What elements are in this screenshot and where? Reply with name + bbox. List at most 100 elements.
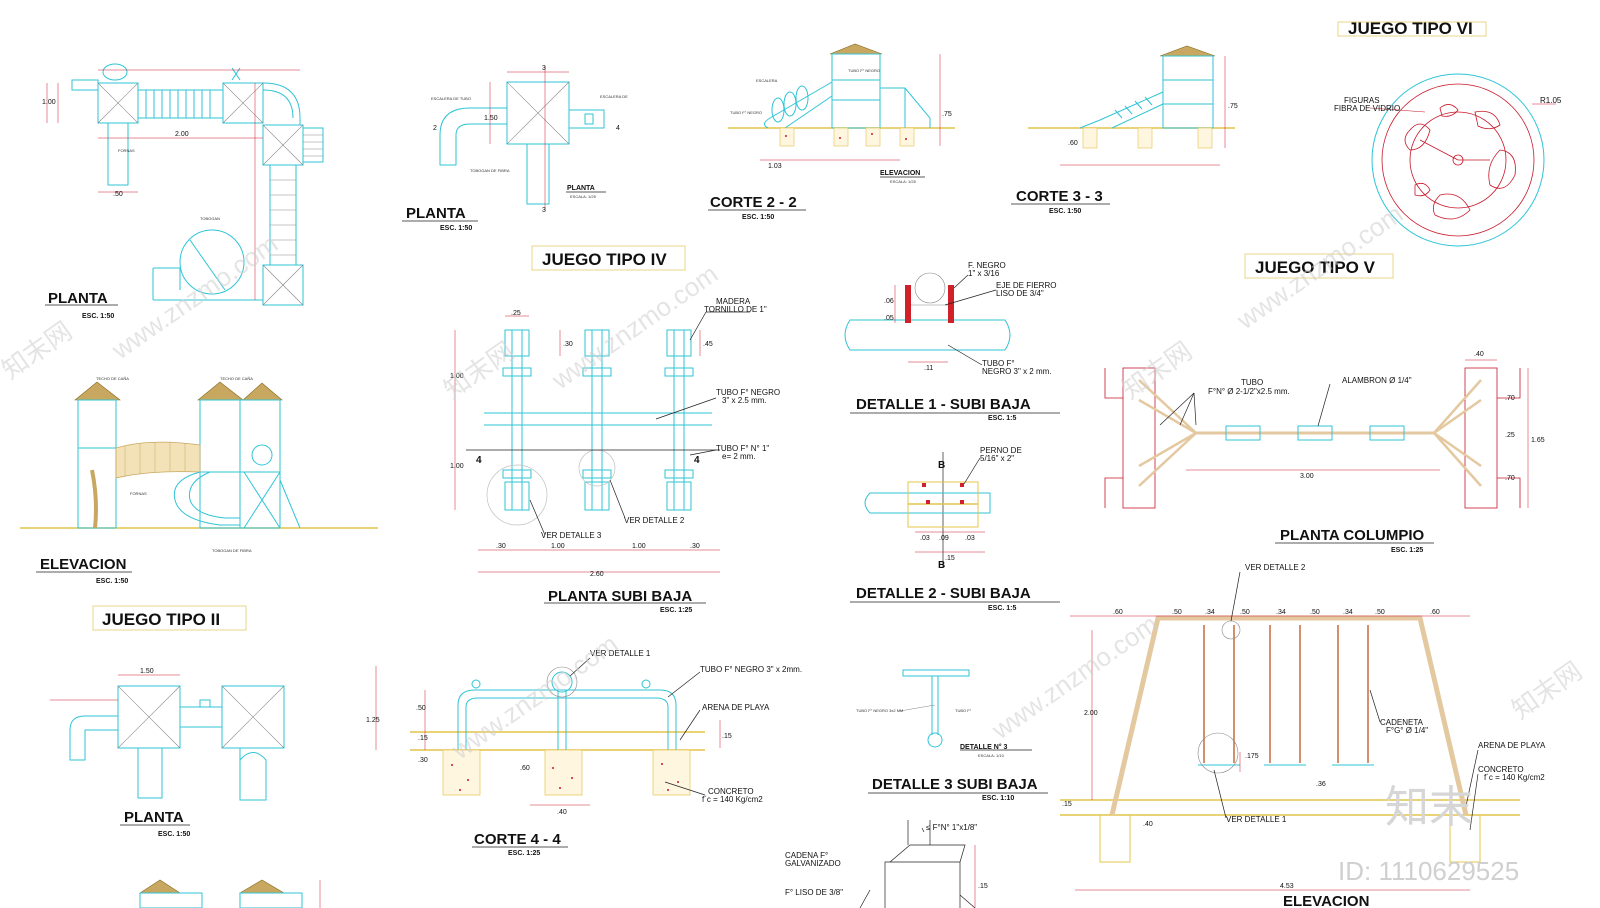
planta-columpio-label: PLANTA COLUMPIO — [1280, 527, 1424, 544]
dim-260: 2.60 — [590, 571, 604, 578]
watermark-site: www.znzmo.com — [445, 628, 623, 765]
detalle-3-inner-scale: ESCALA: 1/10 — [978, 753, 1005, 758]
dim-text: .34 — [1343, 609, 1353, 616]
section-mark-b-bot: B — [938, 560, 945, 571]
watermark-brand: 知末网 — [0, 316, 77, 385]
elevacion-1-scale: ESC. 1:50 — [96, 578, 128, 585]
dim-text: .03 — [920, 535, 930, 542]
dim-030v: .30 — [563, 341, 573, 348]
corte-3-3-label: CORTE 3 - 3 — [1016, 188, 1103, 205]
cadena-detail-partial: .15 ≤ F°N° 1"x1/8" CADENA F° GALVANIZADO… — [785, 820, 988, 908]
corte-4-4-scale: ESC. 1:25 — [508, 850, 540, 857]
dim-006: .06 — [884, 298, 894, 305]
note-ver-detalle-2: VER DETALLE 2 — [624, 516, 685, 525]
planta-tipo-ii-plan: 1.00 2.00 .50 FORNAS TOBOGAN PLANTA ESC.… — [42, 63, 324, 320]
dim-text: .75 — [942, 111, 952, 118]
note-f-negro-b: 1" x 3/16 — [968, 269, 1000, 278]
title-juego-tipo-vi: JUEGO TIPO VI — [1348, 19, 1473, 38]
dim-text: .60 — [1113, 609, 1123, 616]
corte-3-3-scale: ESC. 1:50 — [1049, 208, 1081, 215]
elevacion-small-scale: ESCALA: 1/25 — [890, 179, 917, 184]
planta-small-inner-scale: ESCALA: 1/25 — [570, 194, 597, 199]
dim-060: .60 — [520, 765, 530, 772]
note-madera: MADERA — [716, 297, 751, 306]
watermark-id: ID: 1110629525 — [1338, 856, 1519, 886]
dim-text: .50 — [1172, 609, 1182, 616]
corte-3-3-section: .75 .60 CORTE 3 - 3 ESC. 1:50 — [1011, 45, 1238, 215]
title-juego-tipo-iv: JUEGO TIPO IV — [542, 250, 667, 269]
dim-text: 3 — [542, 207, 546, 214]
dim-text: 1.03 — [768, 163, 782, 170]
watermark-site: www.znzmo.com — [985, 608, 1163, 745]
corte-2-2-scale: ESC. 1:50 — [742, 214, 774, 221]
dim-text: .03 — [965, 535, 975, 542]
dim-005: .05 — [884, 315, 894, 322]
svg-text:TUBO F° NEGRO 3x2 MM: TUBO F° NEGRO 3x2 MM — [856, 708, 903, 713]
dim-025: .25 — [1505, 432, 1515, 439]
svg-text:TECHO DE CAÑA: TECHO DE CAÑA — [220, 376, 253, 381]
dim-text: 2 — [433, 125, 437, 132]
corte-4-4-section: 1.25 .50 .15 .30 .60 .40 .15 VER DETALLE… — [366, 649, 802, 857]
watermark-site: www.znzmo.com — [545, 258, 723, 395]
planta-1-scale: ESC. 1:50 — [82, 313, 114, 320]
note-tubo-n1: TUBO F° N° 1" — [716, 444, 769, 453]
svg-text:TOBOGAN: TOBOGAN — [200, 216, 220, 221]
note-ver-detalle-1: VER DETALLE 1 — [590, 649, 651, 658]
dim-200: 2.00 — [1084, 710, 1098, 717]
note-tubo-f-d1-b: NEGRO 3" x 2 mm. — [982, 367, 1052, 376]
dim-text: .15 — [722, 733, 732, 740]
dim-045: .45 — [703, 341, 713, 348]
dim-025sb: .25 — [511, 310, 521, 317]
note-arena-col: ARENA DE PLAYA — [1478, 741, 1546, 750]
title-juego-tipo-v: JUEGO TIPO V — [1255, 258, 1376, 277]
svg-text:TUBO F°: TUBO F° — [955, 708, 972, 713]
watermark-brand: 知末网 — [1116, 336, 1197, 405]
dim-text: .75 — [1228, 103, 1238, 110]
planta-small-scale: ESC. 1:50 — [440, 225, 472, 232]
planta-small-plan: 3 3 2 4 1.50 ESCALERA DE TUBO ESCALERA D… — [402, 65, 628, 232]
svg-text:FORNAS: FORNAS — [118, 148, 135, 153]
svg-text:ESCALERA: ESCALERA — [756, 78, 778, 83]
dim-040: .40 — [1474, 351, 1484, 358]
corte-2-2-label: CORTE 2 - 2 — [710, 194, 797, 211]
dim-300: 3.00 — [1300, 473, 1314, 480]
dim-text: 1.50 — [484, 115, 498, 122]
planta-subi-baja-label: PLANTA SUBI BAJA — [548, 588, 692, 605]
note-f-liso: F° LISO DE 3/8" — [785, 888, 843, 897]
dim-165: 1.65 — [1531, 437, 1545, 444]
dim-text: .40 — [1143, 821, 1153, 828]
note-tubo-negro: TUBO F° NEGRO — [716, 388, 780, 397]
svg-text:TOBOGAN DE FIBRA: TOBOGAN DE FIBRA — [212, 548, 252, 553]
dim-015: .15 — [945, 555, 955, 562]
svg-text:TUBO F° NEGRO: TUBO F° NEGRO — [730, 110, 762, 115]
detalle-3-scale: ESC. 1:10 — [982, 795, 1014, 802]
note-figuras: FIGURAS — [1344, 96, 1380, 105]
dim-030a: .30 — [496, 543, 506, 550]
partial-elevation-bottom — [138, 879, 321, 908]
svg-text:ESCALERA DE: ESCALERA DE — [600, 94, 628, 99]
planta-2-scale: ESC. 1:50 — [158, 831, 190, 838]
elevacion-columpio-label: ELEVACION — [1283, 893, 1369, 908]
dim-100v1: 1.00 — [450, 373, 464, 380]
watermark-site: www.znzmo.com — [105, 228, 283, 365]
note-concreto-b: f´c = 140 Kg/cm2 — [702, 795, 763, 804]
section-mark-4a: 4 — [476, 455, 482, 466]
detalle-1-label: DETALLE 1 - SUBI BAJA — [856, 396, 1031, 413]
note-cadeneta: CADENETA — [1380, 718, 1424, 727]
watermark-logo: 知末 — [1385, 782, 1473, 833]
svg-text:TOBOGAN DE FIBRA: TOBOGAN DE FIBRA — [470, 168, 510, 173]
note-concreto-col: CONCRETO — [1478, 765, 1524, 774]
note-perno-b: 5/16" x 2" — [980, 454, 1014, 463]
note-ver-detalle-3: VER DETALLE 3 — [541, 531, 602, 540]
note-tubo-negro-3x2: TUBO F° NEGRO 3" x 2mm. — [700, 665, 802, 674]
dim-100b: 1.00 — [632, 543, 646, 550]
watermark-brand: 知末网 — [1506, 656, 1587, 725]
note-cadeneta-b: F°G° Ø 1/4" — [1386, 726, 1428, 735]
planta-2-plan: 1.50 PLANTA ESC. 1:50 — [50, 668, 285, 838]
dim-text: .09 — [939, 535, 949, 542]
note-cadena-galv-b: GALVANIZADO — [785, 859, 841, 868]
dim-030c: .30 — [418, 757, 428, 764]
dim-text: 1.00 — [42, 99, 56, 106]
svg-text:TECHO DE CAÑA: TECHO DE CAÑA — [96, 376, 129, 381]
